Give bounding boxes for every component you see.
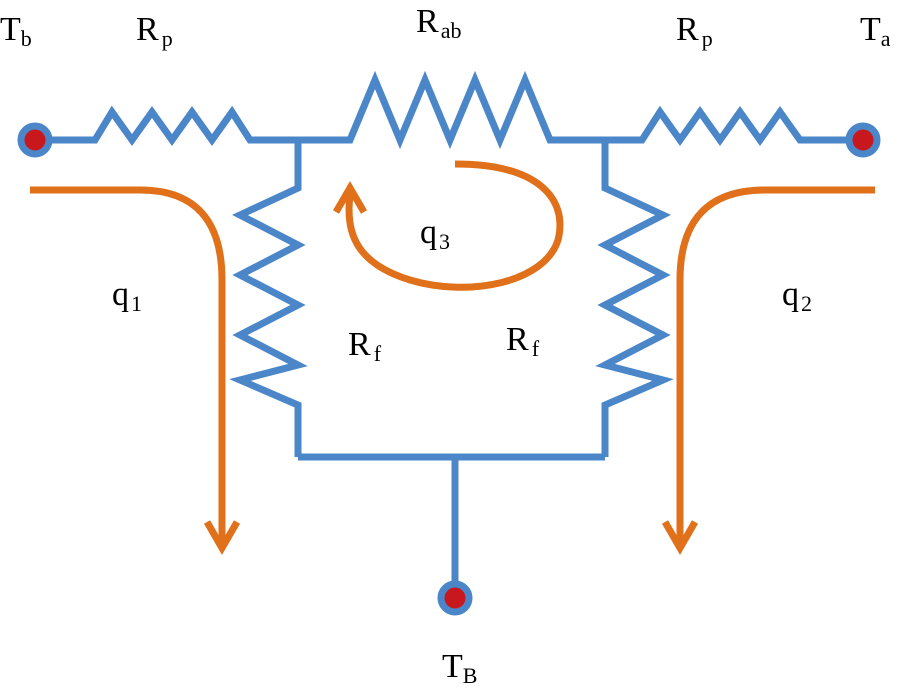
label-q1: q1 bbox=[112, 276, 142, 316]
label-q3: q3 bbox=[420, 214, 450, 254]
flow-q2-arrowhead bbox=[661, 520, 699, 556]
resistor-rf-right bbox=[595, 140, 674, 457]
node-tb bbox=[17, 122, 53, 158]
heat-flows bbox=[30, 160, 875, 556]
label-tb: Tb bbox=[0, 11, 32, 51]
label-rab: Rab bbox=[416, 3, 461, 43]
node-ta bbox=[845, 122, 881, 158]
flow-q3-arrowhead bbox=[332, 181, 368, 214]
circuit-wiring bbox=[35, 70, 863, 598]
label-q2: q2 bbox=[782, 276, 812, 316]
flow-q3-loop bbox=[345, 160, 564, 291]
flow-q1-arrowhead bbox=[203, 520, 241, 556]
flow-q2-path bbox=[676, 186, 875, 545]
resistor-rp-left bbox=[35, 105, 298, 147]
resistor-rf-left bbox=[229, 140, 308, 457]
label-ta: Ta bbox=[860, 11, 891, 51]
node-tB bbox=[437, 580, 473, 616]
terminal-nodes bbox=[17, 122, 881, 616]
resistor-rp-right bbox=[605, 105, 863, 147]
flow-q1-path bbox=[30, 186, 226, 545]
resistor-rab bbox=[298, 70, 605, 150]
label-tB: TB bbox=[442, 648, 477, 688]
